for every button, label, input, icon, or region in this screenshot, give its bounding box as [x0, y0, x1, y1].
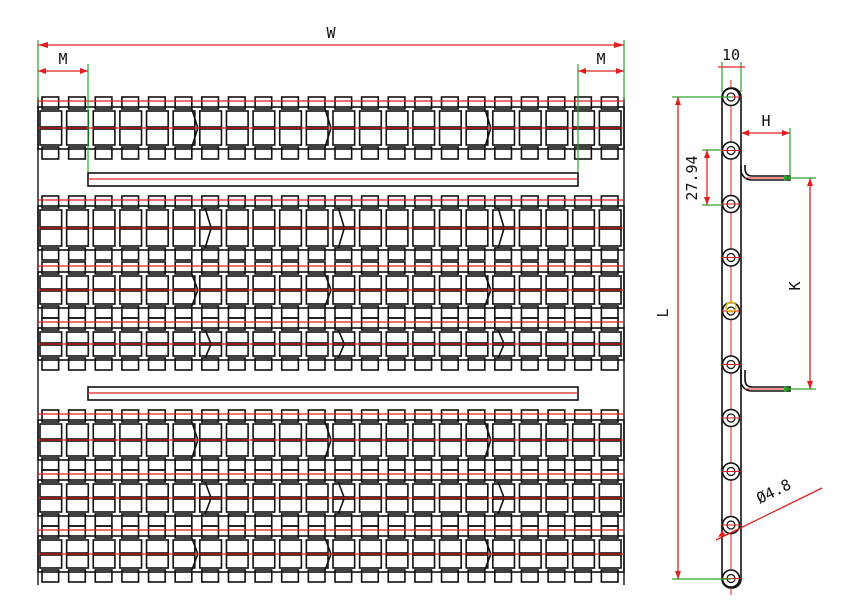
margin-left-label: M: [58, 50, 67, 68]
belt-module-row: [37, 195, 625, 261]
height-offset-label: H: [761, 112, 770, 130]
height-offset-dimension: H: [741, 112, 791, 180]
hinge-hole: [721, 194, 741, 214]
flight-spacing-dimension: K: [786, 177, 816, 390]
side-hinge-holes: [721, 87, 741, 588]
margin-right-label: M: [596, 50, 605, 68]
flight-spacing-label: K: [786, 281, 804, 290]
pitch-dimension: 27.94: [683, 149, 722, 206]
hinge-hole: [721, 462, 741, 481]
belt-centerlines: [38, 100, 624, 555]
length-label: L: [654, 308, 672, 317]
hinge-hole: [721, 141, 741, 160]
hinge-hole: [721, 408, 741, 428]
belt-plan-view: [37, 96, 625, 585]
thickness-dimension: 10: [718, 46, 745, 92]
width-label: W: [326, 24, 336, 42]
margin-left-dimension: M: [38, 50, 89, 172]
margin-right-dimension: M: [577, 50, 624, 172]
hinge-hole: [721, 355, 741, 374]
side-flight-bottom: [740, 370, 791, 392]
length-dimension: L: [654, 96, 731, 580]
hinge-hole: [721, 301, 741, 321]
pitch-label: 27.94: [683, 155, 701, 200]
hole-diameter-label: Ø4.8: [754, 475, 794, 507]
belt-side-view: [721, 80, 792, 595]
width-dimension: W: [37, 24, 625, 100]
hinge-hole: [721, 515, 741, 535]
hinge-hole: [721, 248, 741, 267]
thickness-label: 10: [722, 46, 740, 64]
belt-modules: [37, 96, 625, 585]
